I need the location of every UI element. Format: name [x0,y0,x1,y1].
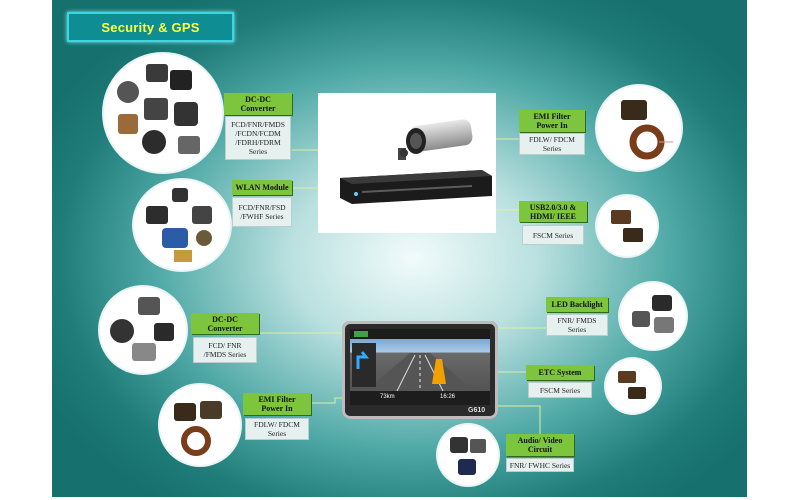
series-wlan: FCD/FNR/FSD /FWHF Series [232,197,292,227]
label-emi-filter-security: EMI Filter Power In [519,110,585,132]
series-dcdc-gps: FCD/ FNR /FMDS Series [193,337,257,363]
gps-model-label: G610 [468,407,486,414]
series-emi-security: FDLW/ FDCM Series [519,133,585,155]
gps-time-label: 16:26 [440,394,456,400]
inductor-icon [146,188,212,262]
toroid-icon [621,100,673,160]
gps-navigator-icon: 73km 16:26 G610 [342,321,498,419]
label-led-backlight: LED Backlight [546,297,608,312]
label-dcdc-converter-security: DC-DC Converter [224,93,292,115]
label-audio-video: Audio/ Video Circuit [506,434,574,456]
series-emi-gps: FDLW/ FDCM Series [245,418,309,440]
inductor-icon [117,64,200,154]
series-dcdc-security: FCD/FNR/FMDS /FCDN/FCDM /FDRH/FDRM Serie… [225,116,291,160]
inductor-circle-emi-gps [160,385,240,465]
toroid-icon [174,401,222,456]
inductor-circle-wlan [134,180,230,270]
inductor-icon [611,210,643,242]
series-etc: FSCM Series [528,382,592,398]
security-camera-icon [398,119,473,160]
inductor-icon [618,371,646,399]
title-box: Security & GPS [67,12,234,42]
inductor-circle-usb [597,196,657,256]
page-title: Security & GPS [101,19,200,35]
label-usb-hdmi: USB2.0/3.0 & HDMI/ IEEE [519,201,587,222]
inductor-icon [450,437,486,475]
security-photo [318,93,496,233]
inductor-circle-led [620,283,686,349]
series-audio: FNR/ FWHC Series [506,458,574,472]
series-usb: FSCM Series [522,225,584,245]
label-etc-system: ETC System [526,365,594,380]
label-wlan-module: WLAN Module [232,180,292,195]
inductor-circle-etc [606,359,660,413]
gps-speed-label: 73km [380,394,395,400]
dvr-recorder-icon [340,170,492,204]
gps-screen: 73km 16:26 [350,329,490,405]
inductor-circle-audio [438,425,498,485]
inductor-circle-dcdc-security [104,54,222,172]
inductor-icon [632,295,674,333]
series-led: FNR/ FMDS Series [546,314,608,336]
inductor-icon [110,297,174,361]
inductor-circle-dcdc-gps [100,287,186,373]
inductor-circle-emi-security [597,86,681,170]
label-dcdc-converter-gps: DC-DC Converter [191,313,259,334]
label-emi-filter-gps: EMI Filter Power In [243,393,311,415]
